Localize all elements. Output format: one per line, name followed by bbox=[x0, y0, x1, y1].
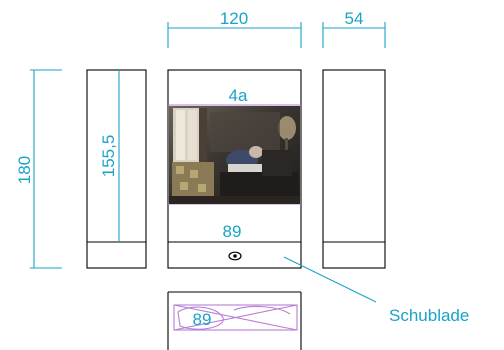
height-inner-label: 155,5 bbox=[99, 135, 118, 178]
height-dimension-total: 180 bbox=[15, 69, 62, 269]
width-dimension-side: 54 bbox=[322, 9, 386, 48]
display-height-label: 89 bbox=[223, 222, 242, 241]
width-side-label: 54 bbox=[345, 9, 364, 28]
left-side-panel: 155,5 bbox=[86, 69, 147, 269]
width-center-label: 120 bbox=[220, 9, 248, 28]
right-side-panel bbox=[322, 69, 386, 269]
drawer-height-label: 89 bbox=[193, 310, 212, 329]
display-label: 4a bbox=[229, 86, 248, 105]
height-total-label: 180 bbox=[15, 156, 34, 184]
callout-leader-line bbox=[283, 256, 377, 303]
center-front-unit: 4a bbox=[167, 69, 302, 269]
drawer-callout: Schublade bbox=[283, 256, 469, 325]
living-room-photo bbox=[169, 106, 300, 204]
drawer-plan-view: 89 bbox=[167, 291, 302, 350]
eye-knob-icon bbox=[228, 251, 242, 261]
width-dimension-center: 120 bbox=[167, 9, 302, 48]
callout-label: Schublade bbox=[389, 306, 469, 325]
